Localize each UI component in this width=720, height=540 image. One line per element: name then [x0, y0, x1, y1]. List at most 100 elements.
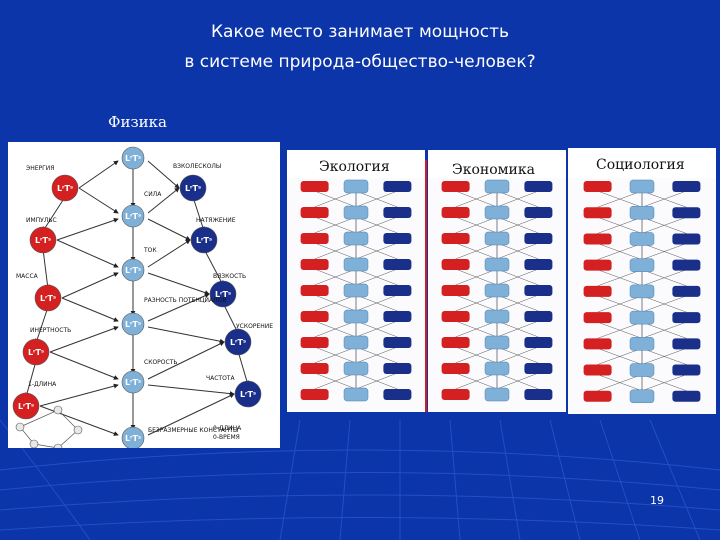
diagram-node-center	[629, 310, 655, 325]
sociology-diagram	[568, 178, 716, 414]
diagram-node-right	[383, 337, 412, 348]
physics-center-node: LʳTˢ	[121, 204, 145, 228]
physics-bottom-term: 0-ДЛИНА	[213, 425, 242, 432]
diagram-node-right	[383, 363, 412, 374]
diagram-node-center	[629, 363, 655, 377]
diagram-node-center	[484, 283, 510, 298]
physics-center-node: LʳTˢ	[121, 146, 145, 170]
physics-center-term: ТОК	[143, 247, 157, 254]
diagram-node-right	[383, 259, 412, 270]
diagram-node-left	[300, 363, 329, 374]
diagram-node-left	[583, 285, 612, 297]
economics-label: Экономика	[452, 162, 535, 178]
diagram-node-center	[484, 361, 510, 376]
diagram-node-left	[583, 181, 612, 192]
physics-left-term: МАССА	[16, 273, 39, 280]
diagram-node-center	[484, 257, 510, 272]
panel-divider	[425, 160, 427, 412]
diagram-node-right	[383, 311, 412, 322]
physics-center-node: LʳTˢ	[121, 258, 145, 282]
diagram-node-left	[441, 311, 470, 322]
diagram-node-center	[629, 179, 655, 194]
diagram-node-right	[524, 207, 553, 218]
physics-right-node: LʳTˢ	[224, 328, 252, 356]
diagram-node-left	[583, 233, 612, 245]
svg-text:LʳTˢ: LʳTˢ	[40, 294, 56, 303]
diagram-node-left	[300, 233, 329, 244]
diagram-node-center	[629, 389, 655, 404]
physics-left-node: LʳTˢ	[12, 392, 40, 420]
diagram-node-center	[629, 205, 655, 220]
physics-center-term: СКОРОСТЬ	[144, 359, 177, 366]
physics-center-term: РАЗНОСТЬ ПОТЕНЦИАЛОВ	[144, 297, 227, 304]
svg-text:LʳTˢ: LʳTˢ	[125, 154, 141, 163]
physics-left-node: LʳTˢ	[34, 284, 62, 312]
physics-left-term: ИМПУЛЬС	[26, 217, 57, 224]
svg-text:LʳTˢ: LʳTˢ	[125, 212, 141, 221]
ecology-label: Экология	[319, 159, 390, 175]
diagram-node-center	[343, 179, 369, 194]
diagram-node-left	[441, 259, 470, 270]
physics-left-node: LʳTˢ	[22, 338, 50, 366]
svg-text:LʳTˢ: LʳTˢ	[230, 338, 246, 347]
diagram-node-left	[583, 390, 612, 402]
diagram-node-right	[524, 311, 553, 322]
diagram-node-center	[629, 337, 655, 351]
diagram-node-center	[343, 257, 369, 272]
diagram-node-left	[583, 207, 612, 219]
physics-right-term: НАТЯЖЕНИЕ	[196, 217, 236, 224]
physics-center-term: СИЛА	[144, 191, 162, 198]
physics-left-node: LʳTˢ	[29, 226, 57, 254]
ecology-diagram	[287, 178, 425, 412]
diagram-node-right	[524, 181, 553, 192]
svg-text:LʳTˢ: LʳTˢ	[125, 434, 141, 443]
diagram-node-right	[672, 364, 701, 376]
physics-right-term: ВЯЗКОСТЬ	[213, 273, 246, 280]
slide-title-line2: в системе природа-общество-человек?	[184, 52, 536, 72]
diagram-node-left	[441, 207, 470, 218]
physics-bottom-term: БЕЗРАЗМЕРНЫЕ КОНСТАНТЫ	[148, 427, 238, 434]
physics-right-term: УСКОРЕНИЕ	[236, 323, 273, 330]
diagram-node-left	[583, 364, 612, 376]
diagram-node-right	[672, 233, 701, 245]
diagram-node-left	[300, 207, 329, 218]
diagram-node-center	[484, 205, 510, 220]
svg-text:LʳTˢ: LʳTˢ	[18, 402, 34, 411]
diagram-node-right	[383, 181, 412, 192]
diagram-node-center	[484, 387, 510, 402]
diagram-node-center	[343, 205, 369, 220]
diagram-node-center	[629, 232, 655, 246]
physics-right-term: ВЗКОЛЕСКОЛЫ	[173, 163, 221, 170]
physics-right-node: LʳTˢ	[179, 174, 207, 202]
economics-diagram	[428, 178, 566, 412]
diagram-node-left	[583, 312, 612, 324]
diagram-node-left	[300, 389, 329, 400]
physics-right-node: LʳTˢ	[234, 380, 262, 408]
diagram-node-left	[441, 389, 470, 400]
svg-text:LʳTˢ: LʳTˢ	[125, 378, 141, 387]
diagram-node-left	[441, 363, 470, 374]
page-number: 19	[650, 494, 664, 507]
physics-center-node: LʳTˢ	[121, 370, 145, 394]
diagram-node-right	[672, 338, 701, 350]
diagram-node-center	[343, 283, 369, 298]
diagram-node-right	[524, 337, 553, 348]
diagram-node-right	[383, 389, 412, 400]
physics-right-node: LʳTˢ	[209, 280, 237, 308]
diagram-node-center	[343, 387, 369, 402]
physics-label: Физика	[108, 113, 167, 131]
diagram-node-center	[629, 284, 655, 299]
diagram-node-right	[524, 285, 553, 296]
slide-title-line1: Какое место занимает мощность	[210, 22, 509, 42]
svg-text:LʳTˢ: LʳTˢ	[35, 236, 51, 245]
diagram-node-center	[343, 335, 369, 350]
physics-left-node: LʳTˢ	[51, 174, 79, 202]
svg-text:LʳTˢ: LʳTˢ	[215, 290, 231, 299]
svg-text:LʳTˢ: LʳTˢ	[196, 236, 212, 245]
physics-left-term: ЭНЕРГИЯ	[26, 165, 54, 172]
diagram-node-right	[672, 390, 701, 402]
svg-text:LʳTˢ: LʳTˢ	[185, 184, 201, 193]
sociology-label: Социология	[596, 157, 685, 173]
svg-text:LʳTˢ: LʳTˢ	[125, 266, 141, 275]
